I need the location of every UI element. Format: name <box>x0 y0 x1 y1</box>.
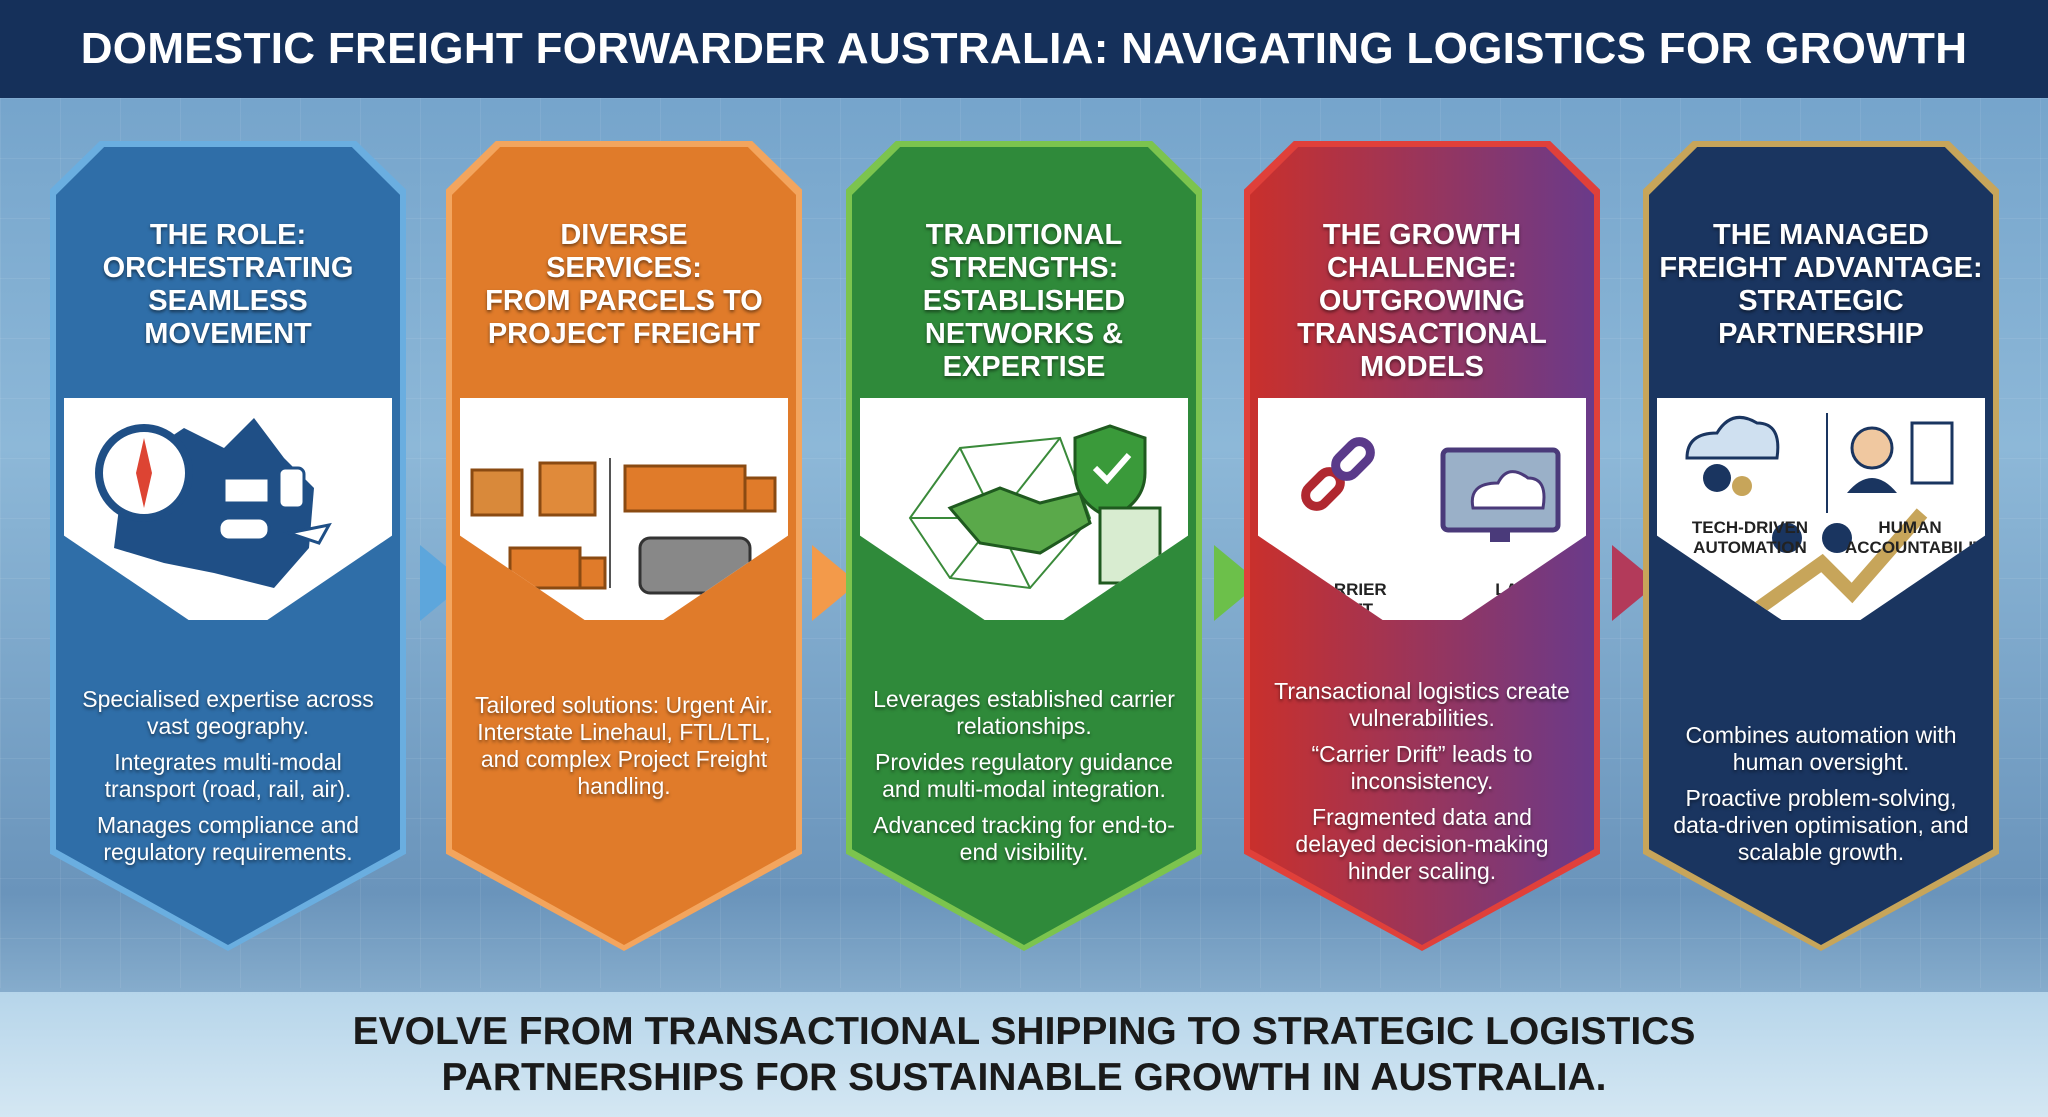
panel-title-line: CHALLENGE: <box>1326 252 1518 284</box>
panel-title-line: NETWORKS & <box>924 318 1124 350</box>
illustration-label: LACK OF VISIBILITY <box>1490 580 1576 619</box>
panel-body-text: Specialised expertise across vast geogra… <box>82 686 374 739</box>
illustration-label: HUMAN ACCOUNTABILITY <box>1845 518 1995 557</box>
footer-line-1: EVOLVE FROM TRANSACTIONAL SHIPPING TO ST… <box>352 1009 1696 1053</box>
panel-title-line: SEAMLESS <box>148 285 308 317</box>
panel-illustration <box>64 398 392 620</box>
panel-title-line: STRATEGIC <box>1738 285 1904 317</box>
panel-title-line: TRADITIONAL <box>925 219 1123 251</box>
panel-illustration: CARRIER DRIFT LACK OF VISIBILITY <box>1258 398 1586 620</box>
panel-title-line: SERVICES: <box>546 252 702 284</box>
header: DOMESTIC FREIGHT FORWARDER AUSTRALIA: NA… <box>0 0 2048 98</box>
panel-title-line: THE MANAGED <box>1713 219 1929 251</box>
panel-body-text: “Carrier Drift” leads to inconsistency. <box>1311 741 1533 794</box>
footer-line-2: PARTNERSHIPS FOR SUSTAINABLE GROWTH IN A… <box>441 1055 1607 1099</box>
panel-body: Transactional logistics create vulnerabi… <box>1270 678 1574 894</box>
panel-body-text: Manages compliance and regulatory requir… <box>96 812 360 865</box>
page-title: DOMESTIC FREIGHT FORWARDER AUSTRALIA: NA… <box>80 24 1968 73</box>
panel-body-text: Tailored solutions: Urgent Air. Intersta… <box>475 692 773 799</box>
panel-title-line: DIVERSE <box>560 219 688 251</box>
panel-title-line: ORCHESTRATING <box>102 252 354 284</box>
panel-body: Combines automation with human oversight… <box>1669 722 1973 875</box>
illustration-label: CARRIER DRIFT <box>1309 580 1387 619</box>
panel-body-text: Combines automation with human oversight… <box>1685 722 1957 775</box>
panel-illustration <box>860 398 1188 620</box>
panel-body: Tailored solutions: Urgent Air. Intersta… <box>472 692 776 809</box>
panel-body-text: Integrates multi-modal transport (road, … <box>104 749 352 802</box>
panel-illustration <box>460 398 788 620</box>
panel-title-line: EXPERTISE <box>942 351 1106 383</box>
panel-title-line: MODELS <box>1359 351 1485 383</box>
illustration-label: TECH-DRIVEN AUTOMATION <box>1691 518 1809 557</box>
footer-banner: EVOLVE FROM TRANSACTIONAL SHIPPING TO ST… <box>0 992 2048 1117</box>
panel-body-text: Proactive problem-solving, data-driven o… <box>1673 785 1969 865</box>
panel-title-line: FREIGHT ADVANTAGE: <box>1659 252 1983 284</box>
panel-body-text: Leverages established carrier relationsh… <box>873 686 1175 739</box>
panel-body-text: Fragmented data and delayed decision-mak… <box>1295 804 1549 884</box>
panel-title-line: PARTNERSHIP <box>1718 318 1924 350</box>
panel-body: Specialised expertise across vast geogra… <box>76 686 380 875</box>
panel-body-text: Advanced tracking for end-to-end visibil… <box>873 812 1175 865</box>
panel-title-line: TRANSACTIONAL <box>1297 318 1547 350</box>
panel-title-line: OUTGROWING <box>1318 285 1526 317</box>
panel-title-line: THE GROWTH <box>1322 219 1522 251</box>
panel-body: Leverages established carrier relationsh… <box>872 686 1176 875</box>
panel-body-text: Transactional logistics create vulnerabi… <box>1274 678 1570 731</box>
panel-title-line: THE ROLE: <box>149 219 307 251</box>
panel-body-text: Provides regulatory guidance and multi-m… <box>875 749 1173 802</box>
panel-title-line: FROM PARCELS TO <box>485 285 763 317</box>
panel-title-line: PROJECT FREIGHT <box>487 318 761 350</box>
panel-title-line: MOVEMENT <box>144 318 312 350</box>
panel-title-line: ESTABLISHED <box>922 285 1126 317</box>
panel-title-line: STRENGTHS: <box>929 252 1119 284</box>
